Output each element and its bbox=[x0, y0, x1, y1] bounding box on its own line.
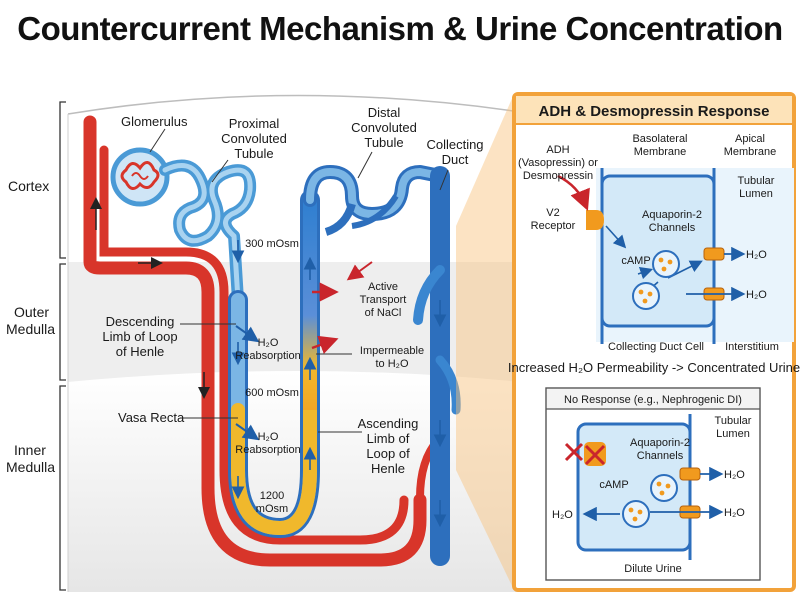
h2o-reabsorption-1-line-1: H₂O bbox=[258, 337, 279, 349]
osm-300-label: 300 mOsm bbox=[245, 238, 299, 250]
adh-aquaporin-line-2: Channels bbox=[649, 222, 696, 234]
basolateral-line-1: Basolateral bbox=[632, 133, 687, 145]
zone-cortex-label: Cortex bbox=[8, 178, 49, 194]
nr-tubular-lumen-line-1: Tubular bbox=[715, 415, 752, 427]
leader-lines bbox=[149, 128, 449, 433]
h2o-reabsorption-2-line-2: Reabsorption bbox=[235, 444, 300, 456]
apical-line-1: Apical bbox=[735, 133, 765, 145]
descending-limb-label-3: of Henle bbox=[116, 344, 164, 359]
descending-limb-label-1: Descending bbox=[106, 314, 175, 329]
interstitium-label: Interstitium bbox=[725, 341, 779, 353]
nr-aquaporin-line-1: Aquaporin-2 bbox=[630, 437, 690, 449]
nr-tubular-lumen-line-2: Lumen bbox=[716, 428, 750, 440]
cd-label-1: Collecting bbox=[426, 137, 483, 152]
adh-hormone-line-1: ADH bbox=[546, 144, 569, 156]
osm-600-label: 600 mOsm bbox=[245, 387, 299, 399]
distal-convoluted-tubule bbox=[303, 165, 447, 236]
ascending-limb-label-1: Ascending bbox=[358, 416, 419, 431]
no-response-title: No Response (e.g., Nephrogenic DI) bbox=[564, 394, 742, 406]
dct-label-3: Tubule bbox=[364, 135, 403, 150]
nr-aquaporin-line-2: Channels bbox=[637, 450, 684, 462]
adh-collecting-duct-cell bbox=[557, 168, 794, 344]
nr-camp-label: cAMP bbox=[599, 479, 628, 491]
active-transport-label-3: of NaCl bbox=[365, 307, 402, 319]
pct-label-3: Tubule bbox=[234, 146, 273, 161]
glomerulus-label: Glomerulus bbox=[121, 114, 188, 129]
h2o-reabsorption-1-line-2: Reabsorption bbox=[235, 350, 300, 362]
transport-arrows bbox=[235, 261, 373, 441]
active-transport-label-1: Active bbox=[368, 281, 398, 293]
callout-connector bbox=[456, 94, 514, 590]
osm-1200-label-1: 1200 bbox=[260, 490, 284, 502]
nr-h2o-right-1-label: H₂O bbox=[724, 469, 745, 481]
adh-tubular-lumen-line-2: Lumen bbox=[739, 188, 773, 200]
impermeable-label-2: to H₂O bbox=[376, 358, 409, 370]
ascending-limb-label-3: Loop of bbox=[366, 446, 410, 461]
adh-hormone-line-3: Desmopressin bbox=[523, 170, 593, 182]
h2o-reabsorption-2-line-1: H₂O bbox=[258, 431, 279, 443]
ascending-limb-label-4: Henle bbox=[371, 461, 405, 476]
zone-inner-label-1: Inner bbox=[14, 442, 46, 458]
zone-outer-label-2: Medulla bbox=[6, 321, 55, 337]
zone-inner-label-2: Medulla bbox=[6, 459, 55, 475]
zone-brackets bbox=[59, 101, 66, 591]
dct-label-2: Convoluted bbox=[351, 120, 417, 135]
loop-of-henle bbox=[228, 190, 320, 539]
no-response-panel bbox=[545, 387, 761, 581]
osm-1200-label-2: mOsm bbox=[256, 503, 288, 515]
ascending-limb-label-2: Limb of bbox=[367, 431, 410, 446]
collecting-duct-cell-label: Collecting Duct Cell bbox=[608, 341, 704, 353]
adh-tubular-lumen-line-1: Tubular bbox=[738, 175, 775, 187]
kidney-section-background bbox=[67, 94, 521, 592]
adh-hormone-line-2: (Vasopressin) or bbox=[518, 157, 598, 169]
dilute-urine-label: Dilute Urine bbox=[624, 563, 681, 575]
adh-aquaporin-line-1: Aquaporin-2 bbox=[642, 209, 702, 221]
adh-h2o-1-label: H₂O bbox=[746, 249, 767, 261]
zone-outer-label-1: Outer bbox=[14, 304, 49, 320]
adh-panel-title: ADH & Desmopressin Response bbox=[539, 103, 770, 120]
adh-camp-label: cAMP bbox=[621, 255, 650, 267]
proximal-convoluted-tubule bbox=[159, 159, 257, 306]
pct-label-1: Proximal bbox=[229, 116, 280, 131]
dct-label-1: Distal bbox=[368, 105, 401, 120]
page-title: Countercurrent Mechanism & Urine Concent… bbox=[17, 10, 783, 47]
v2-receptor-line-1: V2 bbox=[546, 207, 559, 219]
adh-h2o-2-label: H₂O bbox=[746, 289, 767, 301]
descending-limb-label-2: Limb of Loop bbox=[102, 329, 177, 344]
impermeable-label-1: Impermeable bbox=[360, 345, 424, 357]
pct-label-2: Convoluted bbox=[221, 131, 287, 146]
nr-h2o-right-2-label: H₂O bbox=[724, 507, 745, 519]
vasa-recta-label: Vasa Recta bbox=[118, 410, 185, 425]
collecting-duct bbox=[413, 166, 461, 566]
active-transport-label-2: Transport bbox=[360, 294, 407, 306]
cd-label-2: Duct bbox=[442, 152, 469, 167]
glomerulus bbox=[110, 147, 170, 207]
nr-h2o-left-label: H₂O bbox=[552, 509, 573, 521]
adh-result-label: Increased H₂O Permeability -> Concentrat… bbox=[508, 360, 800, 375]
apical-line-2: Membrane bbox=[724, 146, 777, 158]
v2-receptor-line-2: Receptor bbox=[531, 220, 576, 232]
basolateral-line-2: Membrane bbox=[634, 146, 687, 158]
